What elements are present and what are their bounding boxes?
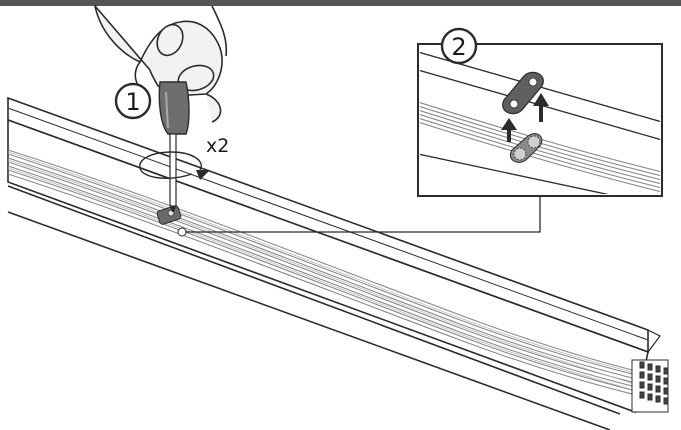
step-2-number: 2 [451,33,466,61]
up-arrow-icon [501,93,549,142]
step-1-number: 1 [125,88,140,116]
callout-leader [186,196,541,233]
repeat-count-label: x2 [206,135,229,157]
screwdriver-icon [158,81,190,212]
top-bar [0,0,681,6]
wire-bundle-shading [7,151,641,393]
rotation-arrow-icon [139,151,210,180]
detail-inset [417,43,663,197]
wire-bundle [7,149,641,397]
step-2-badge: 2 [440,27,478,65]
connector-icon [631,359,669,413]
step-1-badge: 1 [114,82,152,120]
cable-channel [7,96,661,430]
clip-removal-icon [502,71,544,163]
